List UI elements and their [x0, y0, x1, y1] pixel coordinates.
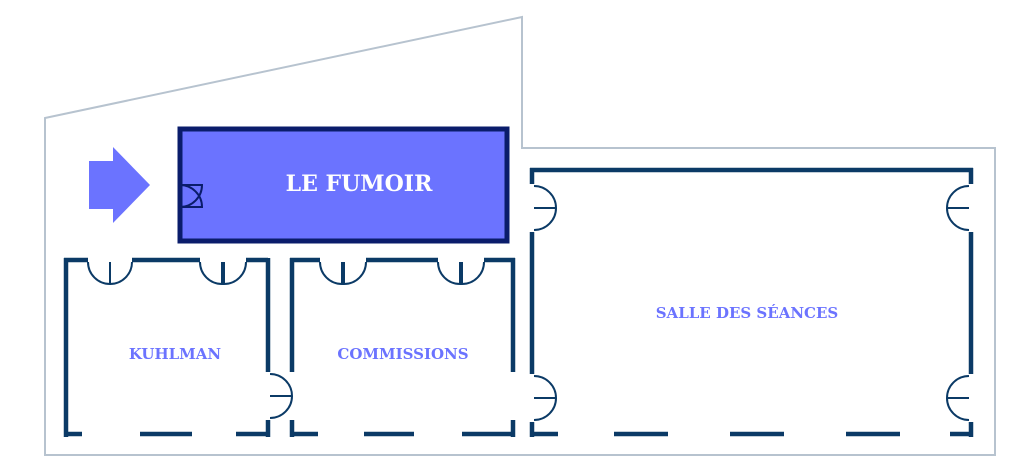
- door-icon: [533, 185, 970, 421]
- room-label-kuhlman: KUHLMAN: [129, 345, 222, 363]
- room-kuhlman[interactable]: [63, 257, 271, 437]
- door-icon: [87, 261, 247, 286]
- building-outline: [44, 15, 996, 456]
- room-label-commissions: COMMISSIONS: [337, 345, 468, 363]
- door-icon: [179, 184, 204, 208]
- room-label-salle-des-seances: SALLE DES SÉANCES: [656, 304, 839, 322]
- arrow-right-icon: [89, 147, 150, 223]
- room-salle-des-seances[interactable]: [529, 167, 974, 437]
- room-commissions[interactable]: [289, 257, 516, 437]
- room-label-le-fumoir: LE FUMOIR: [286, 171, 434, 197]
- door-icon: [269, 261, 485, 419]
- room-le-fumoir[interactable]: LE FUMOIR: [177, 126, 510, 244]
